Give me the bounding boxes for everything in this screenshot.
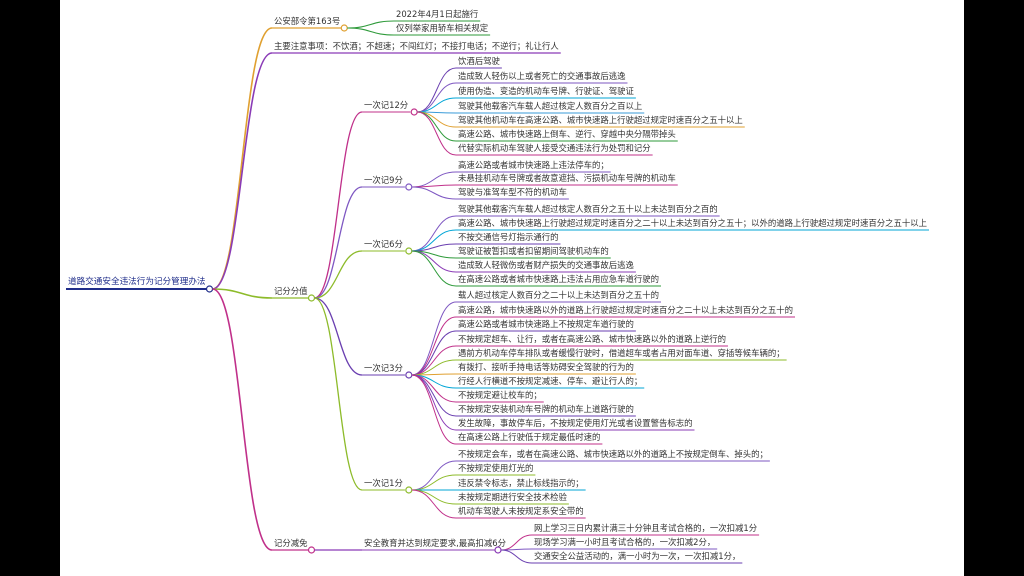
sub-edge-2-4 bbox=[314, 297, 363, 491]
leaf-topic[interactable]: 2022年4月1日起施行 bbox=[396, 9, 479, 19]
leaf-topic[interactable]: 代替实际机动车驾驶人接受交通违法行为处罚和记分 bbox=[458, 143, 651, 153]
leaf-topic[interactable]: 驾驶证被暂扣或者扣留期间驾驶机动车的 bbox=[458, 246, 609, 256]
leaf-edge bbox=[417, 111, 457, 128]
leaf-topic[interactable]: 饮酒后驾驶 bbox=[458, 56, 500, 66]
leaf-topic[interactable]: 不按交通信号灯指示通行的 bbox=[458, 232, 559, 242]
branch-connector-dot-2 bbox=[307, 294, 316, 302]
leaf-edge bbox=[417, 82, 457, 113]
mind-map-canvas: 道路交通安全违法行为记分管理办法 公安部令第163号 2022年4月1日起施行仅列举… bbox=[60, 0, 964, 576]
leaf-edge bbox=[411, 374, 457, 445]
leaf-topic[interactable]: 有拨打、接听手持电话等妨碍安全驾驶的行为的 bbox=[458, 362, 634, 372]
mind-map-edges bbox=[66, 20, 929, 564]
leaf-topic[interactable]: 高速公路或者城市快速路上不按规定车道行驶的 bbox=[458, 319, 634, 329]
branch-topic-3[interactable]: 记分减免 bbox=[274, 538, 308, 548]
leaf-edge bbox=[411, 374, 457, 431]
sub-connector-dot bbox=[410, 108, 418, 116]
leaf-edge-0-0 bbox=[347, 20, 395, 29]
leaf-topic[interactable]: 违反禁令标志，禁止标线指示的； bbox=[458, 478, 584, 488]
leaf-topic[interactable]: 高速公路、城市快速路上倒车、逆行、穿越中央分隔带掉头 bbox=[458, 129, 676, 139]
branch-edge-0 bbox=[212, 27, 273, 290]
leaf-topic[interactable]: 驾驶其他载客汽车载人超过核定人数百分之百以上 bbox=[458, 101, 643, 111]
leaf-topic[interactable]: 驾驶其他载客汽车载人超过核定人数百分之五十以上未达到百分之百的 bbox=[458, 204, 718, 214]
leaf-topic[interactable]: 发生故障，事故停车后，不按规定使用灯光或者设置警告标志的 bbox=[458, 418, 693, 428]
leaf-topic[interactable]: 不按规定超车、让行，或者在高速公路、城市快速路以外的道路上逆行的 bbox=[458, 334, 726, 344]
sub-connector-dot bbox=[405, 247, 413, 255]
branch-topic-0[interactable]: 公安部令第163号 bbox=[274, 16, 341, 26]
leaf-edge bbox=[417, 111, 457, 156]
leaf-topic[interactable]: 机动车驾驶人未按规定系安全带的 bbox=[458, 506, 584, 516]
leaf-edge bbox=[411, 489, 457, 505]
sub-topic[interactable]: 一次记6分 bbox=[364, 239, 403, 249]
branch-connector-dot-3 bbox=[307, 546, 316, 554]
leaf-topic[interactable]: 在高速公路上行驶低于规定最低时速的 bbox=[458, 432, 601, 442]
sub-edge-2-1 bbox=[314, 186, 363, 299]
leaf-topic[interactable]: 高速公路或者城市快速路上违法停车的； bbox=[458, 160, 609, 170]
sub-connector-dot bbox=[405, 486, 413, 494]
leaf-topic[interactable]: 造成致人轻微伤或者财产损失的交通事故后逃逸 bbox=[458, 260, 634, 270]
branch-edge-1 bbox=[212, 52, 273, 290]
leaf-topic[interactable]: 不按规定安装机动车号牌的机动车上道路行驶的 bbox=[458, 404, 634, 414]
leaf-edge bbox=[411, 215, 457, 252]
leaf-edge bbox=[411, 474, 457, 491]
sub-edge-2-3 bbox=[314, 297, 363, 376]
sub-topic[interactable]: 安全教育并达到规定要求,最高扣减6分 bbox=[364, 538, 506, 548]
leaf-topic[interactable]: 载人超过核定人数百分之二十以上未达到百分之五十的 bbox=[458, 290, 659, 300]
leaf-topic[interactable]: 高速公路，城市快速路以外的道路上行驶超过规定时速百分之二十以上未达到百分之五十的 bbox=[458, 305, 793, 315]
branch-topic-1[interactable]: 主要注意事项：不饮酒；不超速；不闯红灯；不接打电话；不逆行；礼让行人 bbox=[274, 41, 559, 51]
sub-connector-dot bbox=[405, 183, 413, 191]
leaf-topic[interactable]: 现场学习满一小时且考试合格的，一次扣减2分， bbox=[534, 537, 716, 547]
branch-edge-2 bbox=[212, 288, 273, 299]
leaf-edge-0-1 bbox=[347, 27, 395, 36]
sub-topic[interactable]: 一次记1分 bbox=[364, 478, 403, 488]
leaf-edge bbox=[411, 316, 457, 376]
leaf-topic[interactable]: 未按规定期进行安全技术检验 bbox=[458, 492, 567, 502]
leaf-edge bbox=[411, 301, 457, 376]
leaf-topic[interactable]: 驾驶其他机动车在高速公路、城市快速路上行驶超过规定时速百分之五十以上 bbox=[458, 115, 743, 125]
leaf-topic[interactable]: 造成致人轻伤以上或者死亡的交通事故后逃逸 bbox=[458, 71, 626, 81]
leaf-topic[interactable]: 不按规定会车，或者在高速公路、城市快速路以外的道路上不按规定倒车、掉头的； bbox=[458, 449, 768, 459]
sub-connector-dot bbox=[405, 371, 413, 379]
sub-topic[interactable]: 一次记9分 bbox=[364, 175, 403, 185]
leaf-edge bbox=[500, 549, 533, 564]
sub-edge-2-0 bbox=[314, 111, 363, 299]
leaf-edge bbox=[411, 374, 457, 403]
leaf-topic[interactable]: 行经人行横道不按规定减速、停车、避让行人的； bbox=[458, 376, 643, 386]
branch-topic-2[interactable]: 记分分值 bbox=[274, 286, 308, 296]
leaf-topic[interactable]: 高速公路、城市快速路上行驶超过规定时速百分之二十以上未达到百分之五十；以外的道路… bbox=[458, 218, 927, 228]
leaf-topic[interactable]: 不按规定使用灯光的 bbox=[458, 463, 534, 473]
leaf-edge bbox=[411, 489, 457, 519]
leaf-topic[interactable]: 仅列举家用轿车相关规定 bbox=[396, 23, 489, 33]
sub-edge-2-2 bbox=[314, 250, 363, 299]
root-topic[interactable]: 道路交通安全违法行为记分管理办法 bbox=[68, 277, 206, 287]
root-connector-dot bbox=[205, 285, 214, 293]
leaf-topic[interactable]: 在高速公路或者城市快速路上违法占用应急车道行驶的 bbox=[458, 274, 659, 284]
leaf-topic[interactable]: 网上学习三日内累计满三十分钟且考试合格的，一次扣减1分 bbox=[534, 523, 758, 533]
leaf-edge bbox=[411, 250, 457, 287]
leaf-topic[interactable]: 交通安全公益活动的，满一小时为一次，一次扣减1分， bbox=[534, 551, 741, 561]
leaf-topic[interactable]: 不按规定避让校车的； bbox=[458, 390, 542, 400]
leaf-edge bbox=[411, 186, 457, 200]
leaf-topic[interactable]: 使用伪造、变造的机动车号牌、行驶证、驾驶证 bbox=[458, 86, 634, 96]
branch-edge-3 bbox=[212, 288, 273, 551]
branch-connector-dot-0 bbox=[340, 24, 348, 32]
leaf-topic[interactable]: 驾驶与准驾车型不符的机动车 bbox=[458, 187, 567, 197]
leaf-topic[interactable]: 遇前方机动车停车排队或者缓慢行驶时，借道超车或者占用对面车道、穿插等候车辆的； bbox=[458, 348, 785, 358]
sub-topic[interactable]: 一次记3分 bbox=[364, 363, 403, 373]
leaf-topic[interactable]: 未悬挂机动车号牌或者故意遮挡、污损机动车号牌的机动车 bbox=[458, 173, 676, 183]
sub-topic[interactable]: 一次记12分 bbox=[364, 100, 409, 110]
